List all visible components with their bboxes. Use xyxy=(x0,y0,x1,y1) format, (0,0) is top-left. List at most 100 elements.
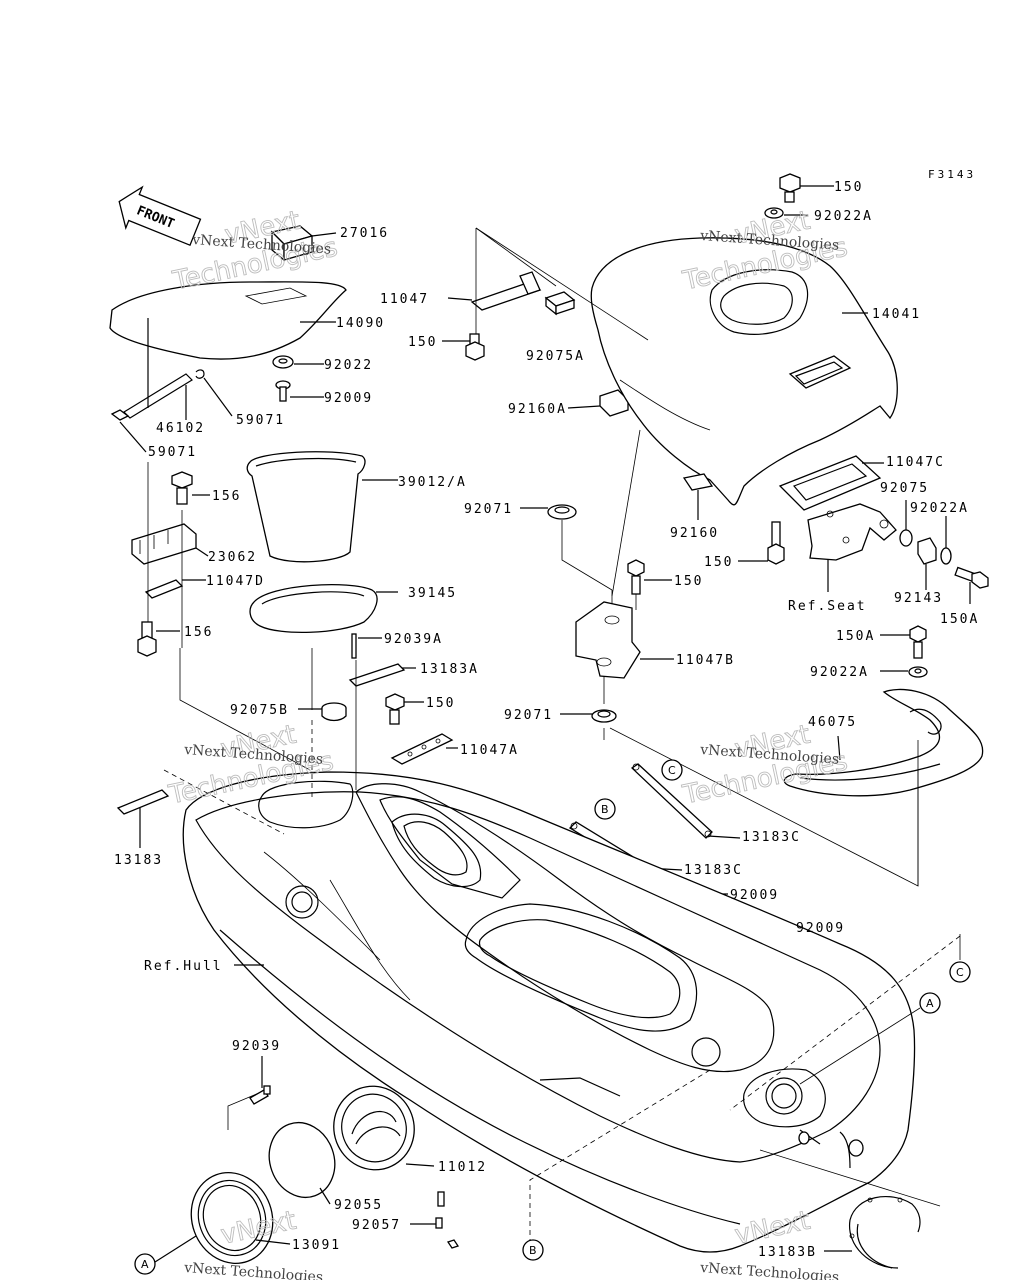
label-13183b: 13183B xyxy=(758,1245,817,1260)
label-92057: 92057 xyxy=(352,1218,401,1233)
label-92071-b: 92071 xyxy=(504,708,553,723)
label-13091: 13091 xyxy=(292,1238,341,1253)
part-92055-shape xyxy=(268,1122,336,1205)
label-92022a-top: 92022A xyxy=(814,209,873,224)
part-150-right-shape xyxy=(738,521,785,565)
label-46102: 46102 xyxy=(156,421,205,436)
label-23062: 23062 xyxy=(208,550,257,565)
watermark-6-small: vNext Technologies xyxy=(699,1260,840,1280)
part-27016-shape xyxy=(270,225,337,262)
part-59071-shapes xyxy=(110,369,233,453)
part-right-stack-shapes xyxy=(899,500,989,604)
label-92039a: 92039A xyxy=(384,632,443,647)
label-92022a-r: 92022A xyxy=(910,501,969,516)
part-13183-shape xyxy=(116,789,170,848)
svg-text:B: B xyxy=(529,1244,537,1257)
label-ref-hull: Ref.Hull xyxy=(144,959,223,974)
part-92160a-shape xyxy=(567,389,629,417)
label-150-mid: 150 xyxy=(426,696,455,711)
callout-c-strap: C xyxy=(661,759,683,781)
label-11047: 11047 xyxy=(380,292,429,307)
part-92022-shape xyxy=(272,355,324,369)
callout-c-top: C xyxy=(949,961,971,983)
part-11047a-shape xyxy=(390,733,458,765)
part-39145-shape xyxy=(249,584,398,634)
label-92022a-b: 92022A xyxy=(810,665,869,680)
part-92022a-top-shape xyxy=(764,207,808,219)
label-46075: 46075 xyxy=(808,715,857,730)
label-14090: 14090 xyxy=(336,316,385,331)
label-13183: 13183 xyxy=(114,853,163,868)
label-150-top: 150 xyxy=(834,180,863,195)
part-11047-shape xyxy=(447,227,557,311)
label-156-a: 156 xyxy=(212,489,241,504)
label-59071-a: 59071 xyxy=(236,413,285,428)
label-11047c: 11047C xyxy=(886,455,945,470)
svg-text:C: C xyxy=(956,966,964,979)
label-92022: 92022 xyxy=(324,358,373,373)
label-13183c-b: 13183C xyxy=(684,863,743,878)
label-92039: 92039 xyxy=(232,1039,281,1054)
hull-shape xyxy=(182,771,916,1253)
label-11047a: 11047A xyxy=(460,743,519,758)
label-92075b: 92075B xyxy=(230,703,289,718)
part-13183c-upper-shape xyxy=(630,763,741,839)
svg-text:B: B xyxy=(601,803,609,816)
label-13183a: 13183A xyxy=(420,662,479,677)
part-92075b-shape xyxy=(298,702,347,722)
callout-a-bottom: A xyxy=(134,1253,156,1275)
part-92071-top-shape xyxy=(520,504,613,591)
leader-lines xyxy=(163,227,961,1240)
part-150-top-shape xyxy=(779,173,834,203)
label-92075: 92075 xyxy=(880,481,929,496)
part-156-upper-shape xyxy=(171,471,210,505)
part-11047b-shape xyxy=(575,590,674,704)
front-arrow-icon: FRONT xyxy=(118,185,202,247)
label-39145: 39145 xyxy=(408,586,457,601)
part-13183a-shape xyxy=(348,663,416,687)
label-92075a: 92075A xyxy=(526,349,585,364)
part-92160-shape xyxy=(682,473,714,520)
label-92143: 92143 xyxy=(894,591,943,606)
label-11012: 11012 xyxy=(438,1160,487,1175)
part-13091-shape xyxy=(190,1172,291,1264)
part-11012-shape xyxy=(333,1085,435,1171)
callout-a-top: A xyxy=(919,992,941,1014)
label-156-b: 156 xyxy=(184,625,213,640)
label-27016: 27016 xyxy=(340,226,389,241)
label-92160a: 92160A xyxy=(508,402,567,417)
label-150-left: 150 xyxy=(408,335,437,350)
label-92009-b: 92009 xyxy=(796,921,845,936)
label-59071-b: 59071 xyxy=(148,445,197,460)
callout-b-bottom: B xyxy=(522,1239,544,1261)
figure-code: F3143 xyxy=(928,168,976,181)
label-150-c: 150 xyxy=(704,555,733,570)
label-11047b: 11047B xyxy=(676,653,735,668)
label-92055: 92055 xyxy=(334,1198,383,1213)
label-150-b: 150 xyxy=(674,574,703,589)
label-13183c-a: 13183C xyxy=(742,830,801,845)
part-11047c-shape xyxy=(778,455,884,511)
part-39012a-shape xyxy=(246,451,398,563)
part-92009-top-shape xyxy=(275,380,324,402)
watermark-5-small: vNext Technologies xyxy=(183,1260,324,1280)
seat-bracket-shape xyxy=(807,503,897,592)
label-39012a: 39012/A xyxy=(398,475,467,490)
label-150a-r: 150A xyxy=(940,612,979,627)
part-92039a-shape xyxy=(351,633,382,659)
label-150a: 150A xyxy=(836,629,875,644)
label-ref-seat: Ref.Seat xyxy=(788,599,867,614)
part-92057-shape xyxy=(410,1191,460,1249)
part-150-left-shape xyxy=(442,228,485,361)
part-11047d-shape xyxy=(144,579,206,599)
part-23062-shape xyxy=(131,523,209,565)
part-92071-bottom-shape xyxy=(560,709,617,723)
label-92071-a: 92071 xyxy=(464,502,513,517)
part-14041-shape xyxy=(590,237,898,506)
part-156-lower-shape xyxy=(137,462,183,657)
part-14090-shape xyxy=(109,281,347,360)
part-150a-lower-shape xyxy=(880,625,928,678)
part-labels: 27016 14090 92022 92009 46102 59071 5907… xyxy=(114,180,979,1260)
label-92009-a: 92009 xyxy=(730,888,779,903)
